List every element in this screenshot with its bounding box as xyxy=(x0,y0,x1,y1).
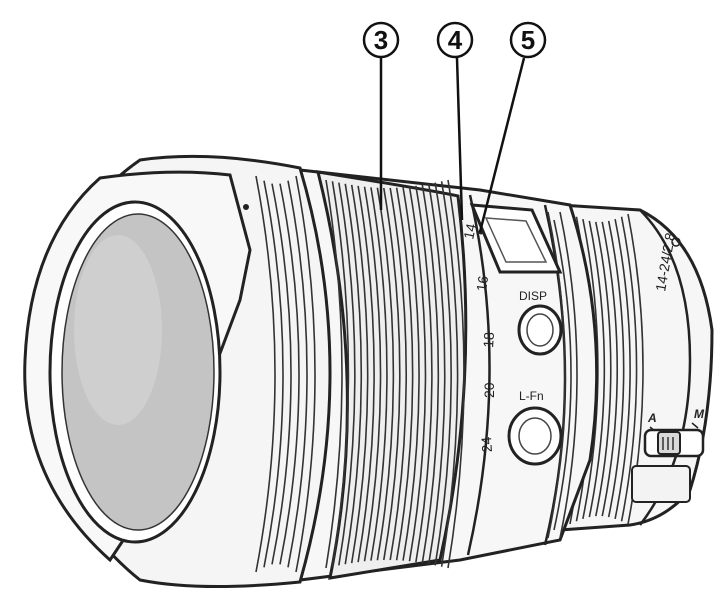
ring-rib xyxy=(594,221,612,517)
zoom-ring-ribs xyxy=(325,179,465,569)
ring-rib xyxy=(331,181,350,567)
ring-rib xyxy=(415,185,433,563)
focal-mark-24: 24 xyxy=(478,436,495,453)
ring-rib xyxy=(447,179,465,569)
ring-rib xyxy=(263,180,284,568)
front-element xyxy=(48,200,222,544)
ring-rib xyxy=(559,211,578,539)
ring-rib xyxy=(553,219,572,531)
disp-button-group: DISP xyxy=(517,289,563,356)
ring-rib xyxy=(547,211,566,539)
switch-label-a: A xyxy=(647,411,657,425)
callout-4-number: 4 xyxy=(448,25,463,55)
ring-rib xyxy=(357,185,375,563)
ring-rib xyxy=(350,184,369,564)
ring-rib xyxy=(588,220,606,518)
focal-mark-18: 18 xyxy=(480,331,497,348)
lfn-button[interactable] xyxy=(507,406,563,466)
focal-mark-14: 14 xyxy=(460,222,479,241)
switch-label-m: M xyxy=(694,407,705,421)
ring-rib xyxy=(383,187,401,561)
focal-mark-20: 20 xyxy=(481,382,497,398)
main-barrel xyxy=(298,168,599,582)
ring-rib xyxy=(338,182,356,566)
disp-button[interactable] xyxy=(517,304,563,356)
am-switch-knob[interactable] xyxy=(657,431,681,455)
ring-rib xyxy=(402,187,420,561)
ring-rib xyxy=(370,187,388,561)
ring-rib xyxy=(325,179,343,569)
lfn-label: L-Fn xyxy=(519,389,544,403)
callout-5-number: 5 xyxy=(521,25,535,55)
focus-ring-ribs xyxy=(547,211,578,539)
ring-rib xyxy=(427,183,446,565)
ring-rib xyxy=(440,181,459,567)
display-window xyxy=(469,203,563,274)
lfn-button-group: L-Fn xyxy=(507,389,563,466)
disp-label: DISP xyxy=(519,289,547,303)
ring-rib xyxy=(607,220,625,518)
ring-rib xyxy=(363,186,382,562)
model-badge-icon xyxy=(671,237,681,247)
callout-3-number: 3 xyxy=(374,25,388,55)
ring-rib xyxy=(279,183,300,565)
callout-5: 5 xyxy=(478,21,547,233)
callout-4: 4 xyxy=(436,21,474,221)
hood-index-dot xyxy=(243,204,249,210)
callout-3: 3 xyxy=(362,21,400,210)
switch-plate xyxy=(631,465,691,503)
ring-rib xyxy=(287,180,308,568)
ring-rib xyxy=(376,187,395,561)
ring-rib xyxy=(395,187,414,561)
am-switch-group: A M xyxy=(631,407,705,503)
ring-rib xyxy=(620,216,638,522)
ring-rib xyxy=(421,184,440,564)
ring-rib xyxy=(295,175,316,573)
focal-length-scale: 14 16 18 20 24 xyxy=(460,222,497,453)
ring-rib xyxy=(271,183,292,565)
ring-rib xyxy=(601,221,619,517)
ring-rib xyxy=(614,218,631,520)
ring-rib xyxy=(389,187,408,561)
ring-rib xyxy=(434,182,452,566)
front-ring-ribs xyxy=(255,175,316,573)
ring-rib xyxy=(408,186,427,562)
ring-rib xyxy=(255,175,276,573)
focal-mark-16: 16 xyxy=(473,275,491,293)
ring-rib xyxy=(344,183,363,565)
